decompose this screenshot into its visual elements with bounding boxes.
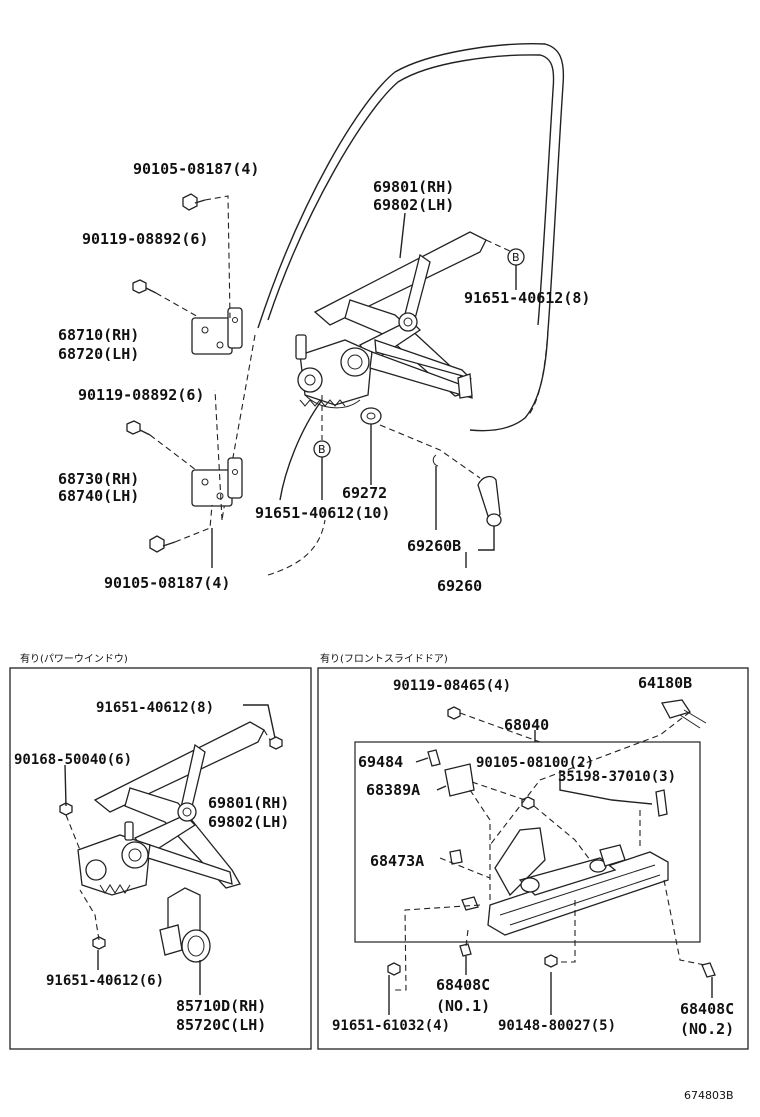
hinge-bolts [126,193,206,553]
label-91651-40612-10: 91651-40612(10) [255,504,390,522]
sliding-door-rail-assembly [461,827,669,936]
assembly-68040-frame [354,741,701,943]
right-box-frame [317,667,749,1050]
label-no1: (NO.1) [436,997,490,1015]
regulator-leader-lines [313,212,517,568]
right-box-labels: 90119-08465(4) 64180B 68040 69484 90105-… [332,674,734,1038]
label-68710-rh: 68710(RH) [58,326,139,344]
lower-door-hinge [191,457,243,507]
left-box-frame [9,667,312,1050]
label-91651-40612-8: 91651-40612(8) [464,289,590,307]
label-68740-lh: 68740(LH) [58,487,139,505]
label-90148-80027: 90148-80027(5) [498,1018,616,1034]
window-regulator [295,231,525,425]
figure-id: 674803B [684,1089,734,1102]
right-box-caption: 有り(フロントスライドドア) [320,652,448,665]
label-68720-lh: 68720(LH) [58,345,139,363]
label-68473a: 68473A [370,852,424,870]
power-window-regulator [77,721,265,896]
label-69801-rh: 69801(RH) [373,178,454,196]
upper-door-hinge [191,307,243,355]
label-91651-61032: 91651-61032(4) [332,1018,450,1034]
hinge-leader-lines [149,195,231,568]
callout-b-right: B [512,251,520,264]
label-no2: (NO.2) [680,1020,734,1038]
label-90105-08187-upper: 90105-08187(4) [133,160,259,178]
right-box-small-parts [387,699,716,978]
label-68408c-no2: 68408C [680,1000,734,1018]
label-90119-08892-upper: 90119-08892(6) [82,230,208,248]
label-91651-40612-6: 91651-40612(6) [46,973,164,989]
label-90105-08187-lower: 90105-08187(4) [104,574,230,592]
window-handle [432,454,502,527]
label-90119-08465: 90119-08465(4) [393,678,511,694]
label-68389a: 68389A [366,781,420,799]
top-labels: 90105-08187(4) 90119-08892(6) 68710(RH) … [58,160,590,595]
label-35198-37010: 35198-37010(3) [558,769,676,785]
power-window-motor [159,887,211,963]
label-85720c-lh: 85720C(LH) [176,1016,266,1034]
left-box-labels: 91651-40612(8) 90168-50040(6) 69801(RH) … [14,700,289,1034]
label-69260b: 69260B [407,537,461,555]
callout-b-left: B [318,443,326,456]
label-68040: 68040 [504,716,549,734]
label-64180b: 64180B [638,674,692,692]
label-85710d-rh: 85710D(RH) [176,997,266,1015]
left-box-leader-lines [64,704,276,995]
label-68408c-no1: 68408C [436,976,490,994]
left-box-caption: 有り(パワーウインドウ) [20,652,128,665]
label-a-69801-rh: 69801(RH) [208,794,289,812]
right-box-leader-lines [388,711,713,1015]
label-90105-08100: 90105-08100(2) [476,755,594,771]
label-69802-lh: 69802(LH) [373,196,454,214]
door-window-frame [221,43,565,576]
label-69260: 69260 [437,577,482,595]
label-69272: 69272 [342,484,387,502]
label-68730-rh: 68730(RH) [58,470,139,488]
label-69484: 69484 [358,753,403,771]
label-90119-08892-lower: 90119-08892(6) [78,386,204,404]
label-a-69802-lh: 69802(LH) [208,813,289,831]
label-a-91651-40612-8: 91651-40612(8) [96,700,214,716]
label-90168-50040: 90168-50040(6) [14,752,132,768]
